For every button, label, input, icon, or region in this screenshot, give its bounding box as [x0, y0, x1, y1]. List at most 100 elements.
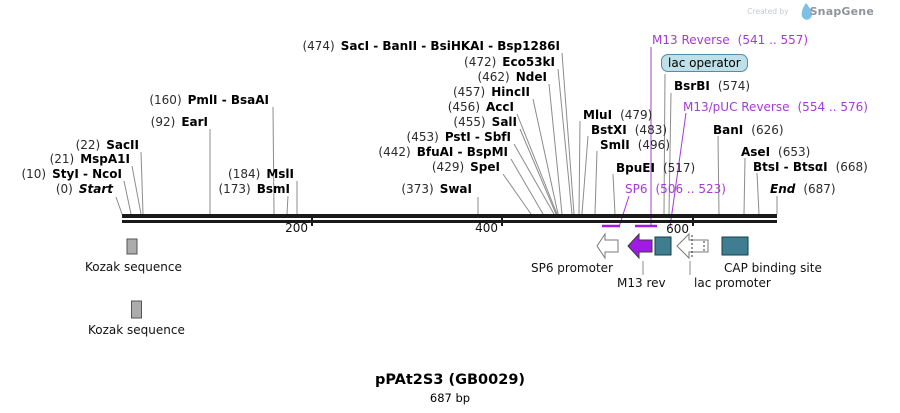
site-name: MluI	[583, 108, 613, 122]
site-name: PstI - SbfI	[444, 130, 511, 144]
site-label-sacii[interactable]: (22) SacII	[76, 139, 139, 152]
site-pos: (479)	[620, 108, 653, 122]
site-label-bsrbi[interactable]: BsrBI(574)	[674, 80, 750, 93]
cap-binding-site-box[interactable]	[721, 236, 749, 256]
primer-label-m13-puc-reverse[interactable]: M13/pUC Reverse(554 .. 576)	[683, 101, 868, 114]
site-pos: (22)	[75, 138, 101, 152]
site-label-pmli-bsaai[interactable]: (160)PmlI - BsaAI	[149, 94, 269, 107]
site-name: SacII	[106, 138, 139, 152]
site-label-psti-sbfi[interactable]: (453) PstI - SbfI	[407, 131, 511, 144]
site-label-asei[interactable]: AseI (653)	[741, 146, 810, 159]
site-name: SpeI	[470, 160, 500, 174]
primer-range: (506 .. 523)	[655, 182, 726, 196]
site-label-saci-banii-bsihkai-bsp1286i[interactable]: (474)SacI - BanII - BsiHKAI - Bsp1286I	[302, 40, 560, 53]
lac-promoter-arrow[interactable]	[676, 232, 709, 260]
site-name: BtsI - BtsαI	[753, 160, 828, 174]
site-label-bstxi[interactable]: BstXI(483)	[591, 124, 667, 137]
sp6-promoter-arrow[interactable]	[596, 232, 619, 260]
site-label-bpuei[interactable]: BpuEI (517)	[616, 162, 695, 175]
site-label-mspa1i[interactable]: (21) MspA1I	[50, 153, 130, 166]
site-pos: (496)	[637, 138, 671, 152]
site-name: BstXI	[591, 123, 627, 137]
site-pos: (474)	[302, 39, 335, 53]
site-pos: (453)	[406, 130, 439, 144]
site-pos: (0)	[55, 182, 73, 196]
cap-binding-site-label[interactable]: CAP binding site	[724, 261, 822, 275]
site-pos: (626)	[751, 123, 784, 137]
site-label-msli[interactable]: (184)MslI	[228, 168, 294, 181]
site-pos: (442)	[378, 145, 411, 159]
site-name: AccI	[486, 100, 514, 114]
sequence-line-bottom[interactable]	[122, 220, 777, 223]
site-name: Eco53kI	[502, 55, 555, 69]
created-by-text: Created by	[747, 7, 789, 16]
site-name: MslI	[266, 167, 294, 181]
site-name: AseI	[741, 145, 771, 159]
sp6-promoter-label[interactable]: SP6 promoter	[531, 261, 613, 275]
lac-promoter-label[interactable]: lac promoter	[694, 276, 771, 290]
site-label-ndei[interactable]: (462) NdeI	[477, 71, 547, 84]
site-label-bfuai-bspmi[interactable]: (442) BfuAI - BspMI	[378, 146, 508, 159]
m13-rev-label[interactable]: M13 rev	[617, 276, 666, 290]
primer-label-m13-reverse[interactable]: M13 Reverse (541 .. 557)	[652, 34, 808, 47]
site-pos: (472)	[464, 55, 497, 69]
site-name: BsrBI	[674, 79, 710, 93]
map-title-block: pPAt2S3 (GB0029) 687 bp	[0, 372, 900, 405]
snapgene-brand-text: SnapGene	[809, 5, 874, 18]
sequence-line-top[interactable]	[122, 214, 777, 218]
site-pos: (455)	[453, 115, 486, 129]
site-label-bsmi[interactable]: (173)BsmI	[218, 183, 290, 196]
site-name: SwaI	[439, 182, 472, 196]
site-name: NdeI	[515, 70, 547, 84]
site-label-styi-ncoi[interactable]: (10)StyI - NcoI	[21, 168, 122, 181]
kozak-sequence-box-2[interactable]	[131, 300, 142, 319]
site-name: MspA1I	[80, 152, 130, 166]
site-label-smli[interactable]: SmlI (496)	[600, 139, 670, 152]
site-pos: (21)	[49, 152, 75, 166]
site-label-start[interactable]: (0) Start	[56, 183, 113, 196]
site-label-eco53ki[interactable]: (472) Eco53kI	[464, 56, 555, 69]
site-label-swai[interactable]: (373)SwaI	[401, 183, 472, 196]
m13-rev-arrow[interactable]	[627, 232, 653, 260]
site-label-eari[interactable]: (92) EarI	[151, 116, 208, 129]
site-label-hincii[interactable]: (457)HincII	[453, 86, 530, 99]
site-label-end[interactable]: End (687)	[770, 183, 836, 196]
primer-name: M13 Reverse	[652, 33, 730, 47]
site-pos: (653)	[778, 145, 811, 159]
lac-operator-box[interactable]	[654, 236, 672, 256]
leader-lines	[115, 52, 778, 275]
site-name: End	[770, 182, 796, 196]
primer-range: (541 .. 557)	[737, 33, 809, 47]
site-pos: (687)	[803, 182, 836, 196]
ruler-label-200: 200	[285, 221, 308, 235]
site-name: BfuAI - BspMI	[416, 145, 508, 159]
primer-label-sp6[interactable]: SP6(506 .. 523)	[625, 183, 726, 196]
site-label-sali[interactable]: (455)SalI	[453, 116, 517, 129]
kozak-sequence-label-1[interactable]: Kozak sequence	[85, 260, 182, 274]
snapgene-watermark: Created by SnapGene	[747, 5, 874, 18]
site-label-acci[interactable]: (456)AccI	[448, 101, 514, 114]
site-pos: (92)	[150, 115, 176, 129]
site-name: EarI	[181, 115, 208, 129]
site-name: PmlI - BsaAI	[187, 93, 269, 107]
plasmid-title: pPAt2S3 (GB0029)	[374, 372, 526, 388]
site-name: BanI	[713, 123, 744, 137]
ruler-label-600: 600	[666, 222, 689, 236]
lac-operator-label[interactable]: lac operator	[661, 54, 748, 72]
site-label-btsi-btsai[interactable]: BtsI - BtsαI (668)	[753, 161, 868, 174]
site-label-mlui[interactable]: MluI (479)	[583, 109, 652, 122]
site-pos: (517)	[662, 161, 696, 175]
site-name: BpuEI	[616, 161, 655, 175]
site-pos: (668)	[835, 160, 868, 174]
site-pos: (462)	[477, 70, 510, 84]
site-name: Start	[78, 182, 113, 196]
site-label-spei[interactable]: (429)SpeI	[432, 161, 500, 174]
site-name: SmlI	[600, 138, 630, 152]
kozak-sequence-label-2[interactable]: Kozak sequence	[88, 323, 185, 337]
kozak-sequence-box-1[interactable]	[126, 238, 138, 255]
site-label-bani[interactable]: BanI (626)	[713, 124, 784, 137]
site-pos: (10)	[21, 167, 47, 181]
site-pos: (457)	[452, 85, 486, 99]
